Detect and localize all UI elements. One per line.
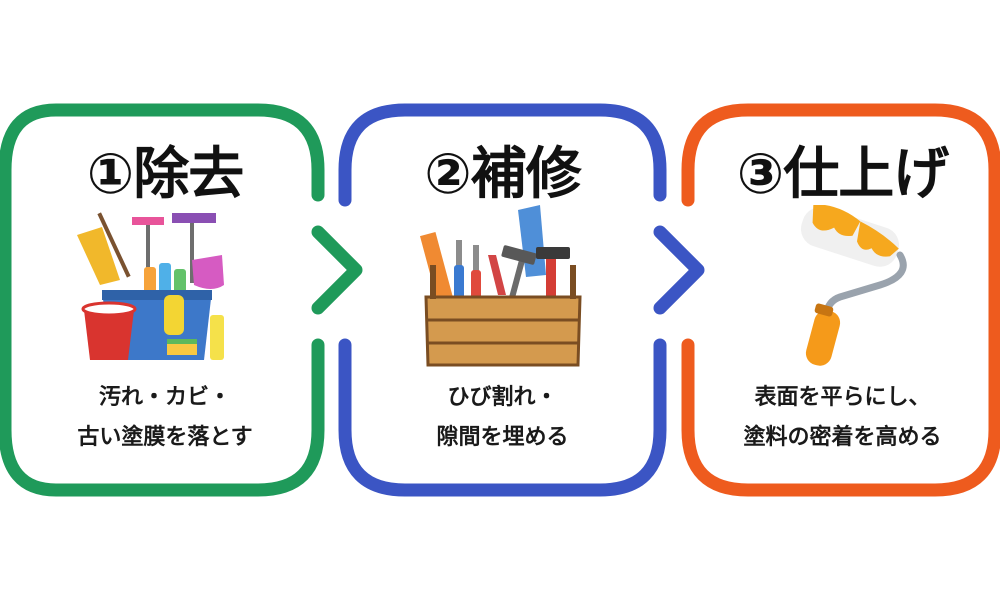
step3-description-line2: 塗料の密着を高める	[743, 425, 942, 450]
step3-title-text: 仕上げ	[783, 142, 949, 207]
paint-roller-icon	[800, 205, 907, 366]
step3-frame	[681, 103, 1000, 497]
step1-description-line2: 古い塗膜を落とす	[77, 425, 253, 450]
step2-description-line1: ひび割れ・	[447, 385, 558, 410]
step3-description: 表面を平らにし、 塗料の密着を高める	[705, 378, 980, 458]
step2-arrow	[653, 225, 705, 315]
step2-number: ②	[424, 142, 471, 207]
step1-arrow	[311, 225, 363, 315]
toolbox-icon	[419, 205, 582, 367]
step1-description: 汚れ・カビ・ 古い塗膜を落とす	[30, 378, 300, 458]
step2-description-line2: 隙間を埋める	[436, 425, 569, 450]
step1-frame	[0, 103, 325, 497]
step3-description-line1: 表面を平らにし、	[754, 385, 931, 410]
step2-title-text: 補修	[470, 142, 582, 207]
step3-number: ③	[736, 142, 784, 207]
step3-title: ③仕上げ	[705, 135, 980, 215]
step2-title: ②補修	[365, 135, 640, 215]
step2-description: ひび割れ・ 隙間を埋める	[365, 378, 640, 458]
step1-title: ①除去	[30, 135, 300, 215]
step1-description-line1: 汚れ・カビ・	[98, 385, 231, 410]
step1-title-text: 除去	[133, 142, 244, 207]
step1-number: ①	[86, 142, 134, 207]
step2-frame	[338, 103, 667, 497]
cleaning-supplies-icon	[77, 212, 224, 360]
